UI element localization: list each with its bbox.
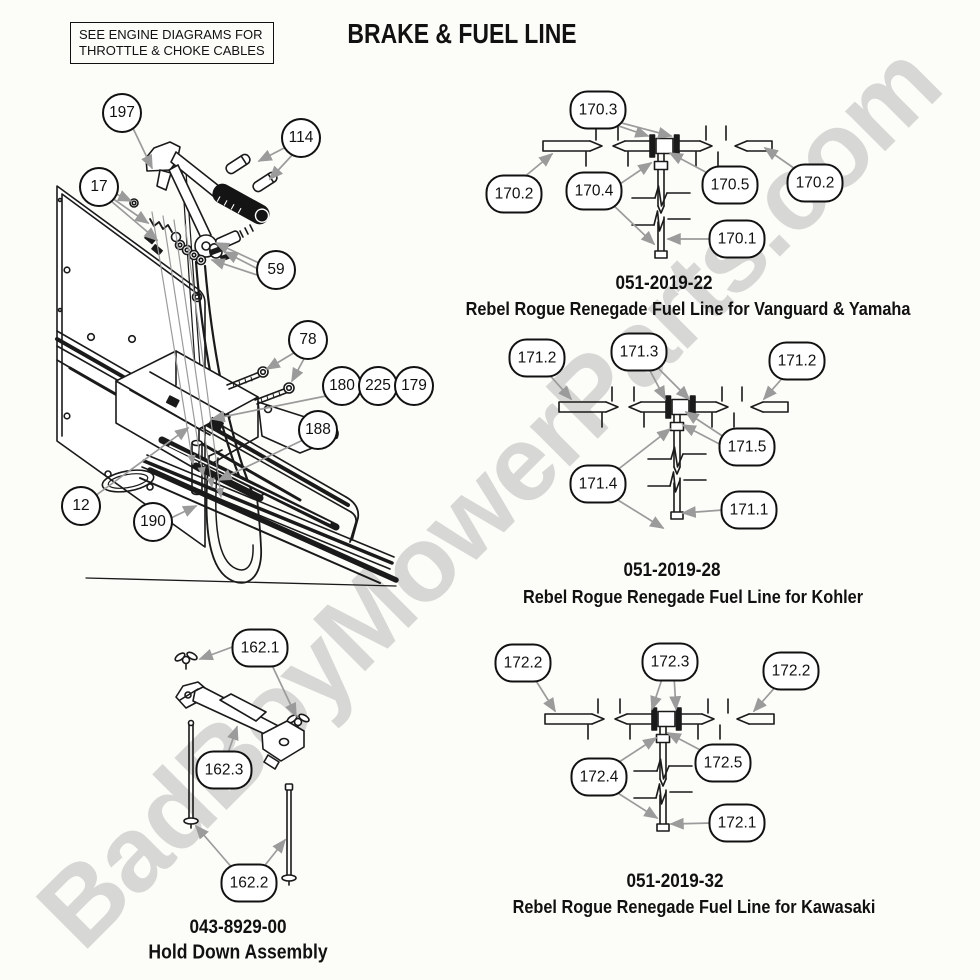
engine-diagram-note: SEE ENGINE DIAGRAMS FOR THROTTLE & CHOKE… <box>70 22 274 64</box>
callout-162-2: 162.2 <box>220 863 278 903</box>
callout-171-2-left: 171.2 <box>508 338 566 378</box>
callout-170-3: 170.3 <box>569 90 627 130</box>
page-title: BRAKE & FUEL LINE <box>347 18 577 49</box>
part-number-hold-down: 043-8929-00 <box>189 917 287 938</box>
callout-162-3: 162.3 <box>195 750 253 790</box>
leader-arrows-brake <box>94 123 327 519</box>
caption-kawasaki: Rebel Rogue Renegade Fuel Line for Kawas… <box>512 896 876 917</box>
callout-179: 179 <box>394 366 434 406</box>
caption-kohler: Rebel Rogue Renegade Fuel Line for Kohle… <box>522 586 864 607</box>
callout-172-4: 172.4 <box>570 757 628 797</box>
callout-170-2-right: 170.2 <box>786 163 844 203</box>
callout-170-1: 170.1 <box>708 219 766 259</box>
fuel-line-drawing-kohler <box>545 363 789 529</box>
callout-78: 78 <box>288 320 328 360</box>
callout-170-5: 170.5 <box>701 165 759 205</box>
callout-170-4: 170.4 <box>565 171 623 211</box>
callout-172-5: 172.5 <box>694 743 752 783</box>
callout-162-1: 162.1 <box>231 628 289 668</box>
callout-171-1: 171.1 <box>720 490 778 530</box>
callout-172-2-right: 172.2 <box>762 651 820 691</box>
callout-170-2-left: 170.2 <box>485 174 543 214</box>
callout-172-3: 172.3 <box>641 642 699 682</box>
callout-171-2-right: 171.2 <box>768 341 826 381</box>
caption-hold-down: Hold Down Assembly <box>148 941 328 964</box>
note-line-2: THROTTLE & CHOKE CABLES <box>79 43 265 58</box>
callout-197: 197 <box>102 93 142 133</box>
part-number-vanguard: 051-2019-22 <box>615 273 713 294</box>
callout-12: 12 <box>61 486 101 526</box>
callout-180: 180 <box>322 366 362 406</box>
callout-17: 17 <box>79 167 119 207</box>
callout-171-5: 171.5 <box>718 427 776 467</box>
brake-assembly-drawing <box>55 141 399 587</box>
callout-172-1: 172.1 <box>708 803 766 843</box>
callout-171-4: 171.4 <box>569 464 627 504</box>
callout-114: 114 <box>281 118 321 158</box>
note-line-1: SEE ENGINE DIAGRAMS FOR <box>79 27 263 42</box>
callout-225: 225 <box>358 366 398 406</box>
part-number-kawasaki: 051-2019-32 <box>626 871 724 892</box>
part-number-kohler: 051-2019-28 <box>623 560 721 581</box>
callout-59: 59 <box>256 250 296 290</box>
callout-171-3: 171.3 <box>610 332 668 372</box>
callout-172-2-left: 172.2 <box>494 643 552 683</box>
callout-190: 190 <box>133 502 173 542</box>
callout-188: 188 <box>298 410 338 450</box>
caption-vanguard: Rebel Rogue Renegade Fuel Line for Vangu… <box>465 298 911 319</box>
